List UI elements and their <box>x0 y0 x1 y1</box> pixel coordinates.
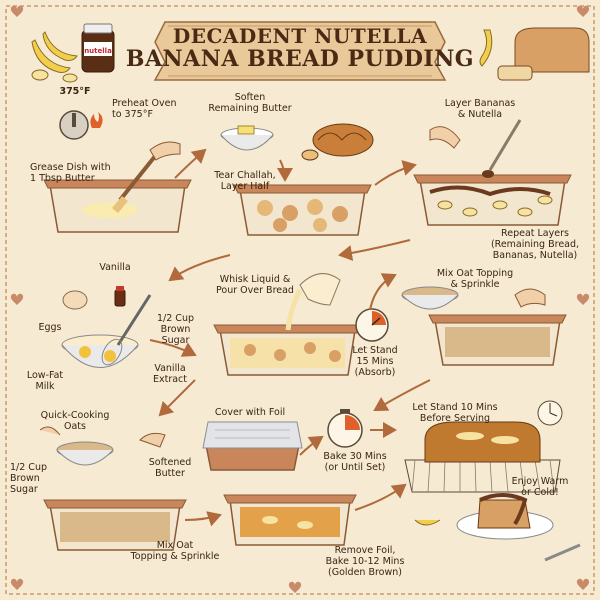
oven-temp-label: 375°F <box>59 86 91 97</box>
vanilla-bottle-icon <box>114 286 126 307</box>
heart-icon <box>10 5 590 593</box>
title-ribbon <box>153 21 447 81</box>
oat-bowl-icon <box>401 286 459 310</box>
baking-dish-topped <box>43 499 187 551</box>
arrow <box>373 379 431 412</box>
bread-loaf-icon <box>497 27 590 81</box>
step-let-stand-label: Let Stand 15 Mins (Absorb) <box>352 345 398 378</box>
banana-icon <box>31 31 78 83</box>
step-mix-oat-topping-label: Mix Oat Topping & Sprinkle <box>436 268 514 290</box>
arrow <box>276 159 293 182</box>
flow-arrows <box>149 148 431 527</box>
banana-icon <box>414 519 441 526</box>
flame-icon <box>90 112 103 128</box>
hand-icon <box>514 288 546 308</box>
clock-icon <box>327 409 363 448</box>
plated-slice-icon <box>456 493 554 540</box>
arrow <box>354 483 407 511</box>
step-tear-label: Tear Challah, Layer Half <box>214 170 276 192</box>
arrow <box>299 435 324 456</box>
arrow <box>158 379 196 417</box>
eggs-label: Eggs <box>38 322 62 333</box>
arrow <box>168 254 231 282</box>
clock-icon <box>537 400 563 426</box>
step-soften-label: Soften Remaining Butter <box>208 92 292 114</box>
step-layer-bananas-label: Layer Bananas & Nutella <box>444 98 516 120</box>
spoon-icon <box>429 119 522 178</box>
oats-sugar-bowl-icon <box>39 426 166 466</box>
step-enjoy-label: Enjoy Warm or Cold! <box>511 476 569 498</box>
vanilla-extract-label: Vanilla Extract <box>152 363 188 385</box>
pastry-brush-icon <box>112 141 181 213</box>
pitcher-icon <box>285 273 341 331</box>
baking-dish-liquid <box>213 324 362 376</box>
step-mix-oat-sprinkle-label: Mix Oat Topping & Sprinkle <box>130 540 220 562</box>
step-whisk-label: Whisk Liquid & Pour Over Bread <box>216 274 294 296</box>
step-remove-foil-label: Remove Foil, Bake 10-12 Mins (Golden Bro… <box>325 545 405 578</box>
baking-dish-golden <box>223 494 357 546</box>
arrow <box>338 239 411 261</box>
step-grease-label: Grease Dish with 1 Tbsp Butter <box>30 162 111 184</box>
arrow <box>369 273 397 311</box>
oven-dial-icon <box>59 110 103 140</box>
step-repeat-label: Repeat Layers (Remaining Bread, Bananas,… <box>490 228 580 261</box>
baking-dish-foil <box>202 421 303 471</box>
baking-dish-bananas <box>413 174 572 226</box>
brown-sugar-label-1: 1/2 Cup Brown Sugar <box>157 313 194 346</box>
egg-icon <box>62 290 88 310</box>
step-preheat-label: Preheat Oven to 375°F <box>112 98 177 120</box>
baking-dish-bread <box>233 184 372 236</box>
clock-icon <box>355 308 389 342</box>
title-line-2: BANANA BREAD PUDDING <box>125 46 475 72</box>
baking-dish-oats <box>428 314 567 366</box>
challah-bread-icon <box>301 123 374 161</box>
spoon-icon <box>544 543 581 562</box>
step-cover-foil-label: Cover with Foil <box>214 407 286 418</box>
jar-label: nutella <box>84 47 112 55</box>
arrow <box>184 511 222 527</box>
nutella-jar-icon <box>81 23 115 73</box>
whisk-icon <box>101 294 152 366</box>
step-bake-label: Bake 30 Mins (or Until Set) <box>323 451 387 473</box>
milk-label: Low-Fat Milk <box>26 370 64 392</box>
arrow <box>174 148 207 179</box>
butter-bowl-icon <box>220 125 274 151</box>
banana-icon <box>479 29 493 67</box>
step-stand-10-label: Let Stand 10 Mins Before Serving <box>412 402 498 424</box>
arrow <box>149 339 197 357</box>
oats-label: Quick-Cooking Oats <box>40 410 110 432</box>
cooling-rack-icon <box>404 421 561 493</box>
arrow <box>374 160 417 186</box>
vanilla-label: Vanilla <box>99 262 131 273</box>
softened-butter-label: Softened Butter <box>148 457 192 479</box>
page-border <box>5 5 595 595</box>
title-line-1: DECADENT NUTELLA <box>172 24 428 48</box>
mixing-bowl-icon <box>61 334 139 368</box>
brown-sugar-label-2: 1/2 Cup Brown Sugar <box>10 462 47 495</box>
